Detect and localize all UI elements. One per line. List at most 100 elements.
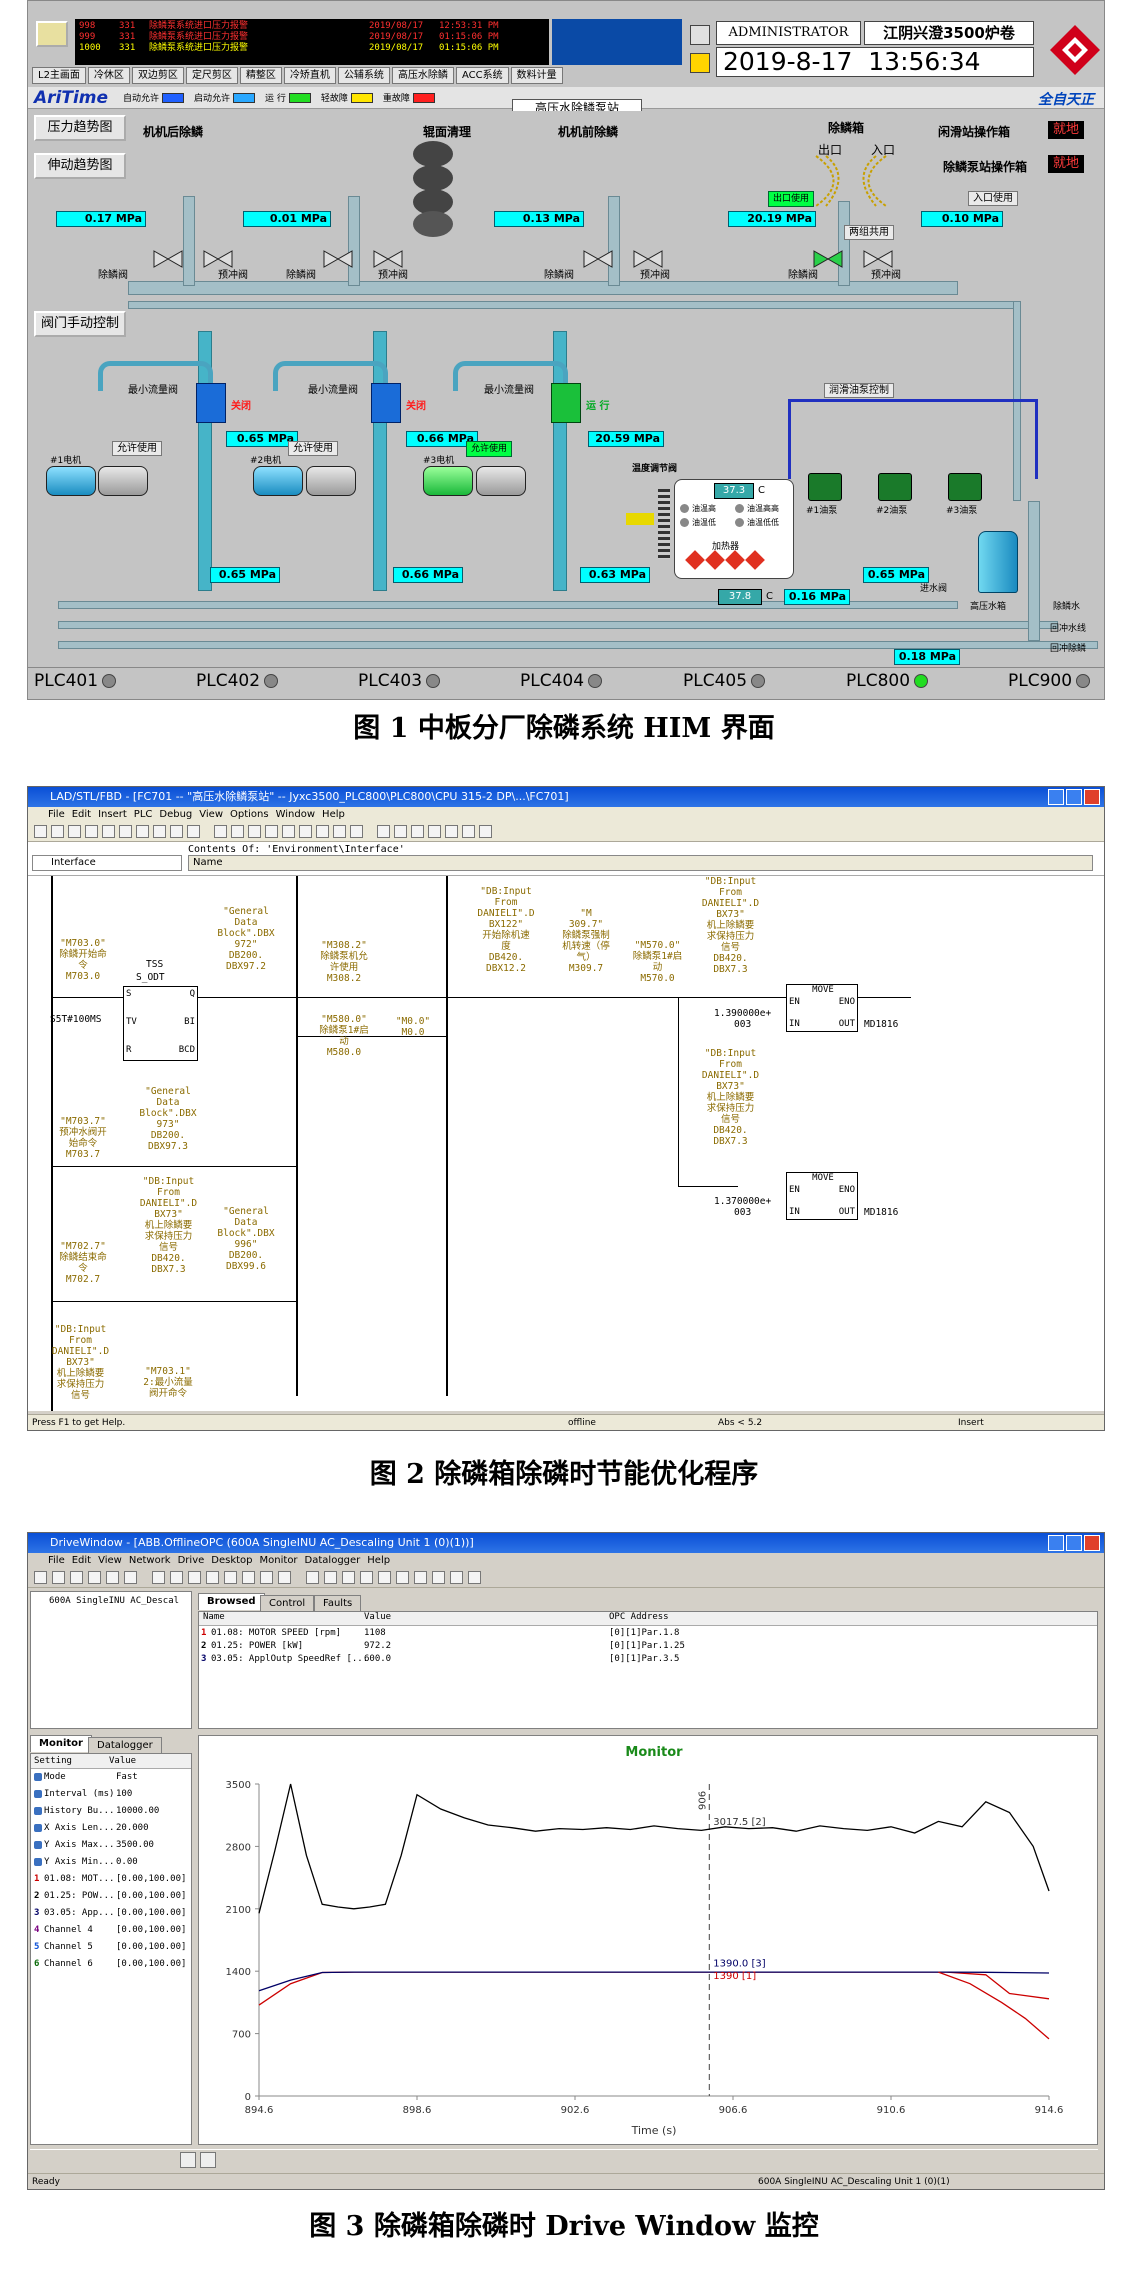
mini-valve-1[interactable]: 最小流量阀 — [128, 385, 178, 396]
toolbar-button-icon[interactable] — [350, 825, 363, 838]
oil-pump-1[interactable] — [808, 473, 842, 501]
toolbar-button-icon[interactable] — [260, 1571, 273, 1584]
menu-item[interactable]: Drive — [177, 1555, 205, 1566]
m703-0[interactable]: "M703.0" 除鳞开始命 令 M703.0 — [59, 938, 107, 982]
menu-item[interactable]: Help — [367, 1555, 391, 1566]
toolbar-button-icon[interactable] — [316, 825, 329, 838]
window-controls[interactable] — [1048, 789, 1100, 805]
timer-block[interactable]: S Q TV BI R BCD — [123, 986, 198, 1061]
toolbar-button-icon[interactable] — [88, 1571, 101, 1584]
tab-faults[interactable]: Faults — [314, 1595, 362, 1612]
db-input-1[interactable]: "DB:Input From DANIELI".D BX122" 开始除机速 度… — [477, 886, 535, 974]
plc-404[interactable]: PLC404 — [520, 671, 603, 691]
toolbar-button-icon[interactable] — [170, 1571, 183, 1584]
m702-7[interactable]: "M702.7" 除鳞结束命 令 M702.7 — [59, 1241, 107, 1285]
toolbar-button-icon[interactable] — [468, 1571, 481, 1584]
toolbar-button-icon[interactable] — [224, 1571, 237, 1584]
close-icon[interactable] — [1084, 789, 1100, 805]
exit-use[interactable]: 出口使用 — [768, 191, 815, 207]
toolbar-button-icon[interactable] — [214, 825, 227, 838]
tab-datalogger[interactable]: Datalogger — [88, 1737, 162, 1754]
motor-1[interactable] — [46, 466, 96, 496]
toolbar-button-icon[interactable] — [34, 825, 47, 838]
allow-use-3[interactable]: 允许使用 — [466, 441, 513, 457]
nav-button[interactable]: 数料计量 — [510, 67, 563, 84]
toolbar-button-icon[interactable] — [188, 1571, 201, 1584]
nav-button[interactable]: 精整区 — [239, 67, 282, 84]
dw-window-controls[interactable] — [1048, 1535, 1100, 1551]
setting-row[interactable]: Y Axis Min...0.00 — [31, 1854, 191, 1871]
toolbar-button-icon[interactable] — [248, 825, 261, 838]
toolbar-button-icon[interactable] — [68, 825, 81, 838]
both-use[interactable]: 两组共用 — [844, 225, 894, 240]
highpump-tank[interactable] — [978, 531, 1018, 593]
pressure-trend-button[interactable]: 压力趋势图 — [34, 115, 126, 141]
nav-button[interactable]: 双边剪区 — [131, 67, 184, 84]
dw-minimize-icon[interactable] — [1048, 1535, 1064, 1551]
db-input-3[interactable]: "DB:Input From DANIELI".D BX73" 机上除鳞要 求保… — [701, 1048, 760, 1147]
toolbar-button-icon[interactable] — [153, 825, 166, 838]
alarm-icon[interactable] — [36, 21, 68, 47]
plc-401[interactable]: PLC401 — [34, 671, 117, 691]
toolbar-button-icon[interactable] — [445, 825, 458, 838]
menu-item[interactable]: Window — [275, 809, 316, 820]
nav-button[interactable]: ACC系统 — [455, 67, 509, 84]
toolbar-button-icon[interactable] — [70, 1571, 83, 1584]
toolbar-button-icon[interactable] — [299, 825, 312, 838]
tab-browsed[interactable]: Browsed — [198, 1593, 265, 1610]
valve-manual-button[interactable]: 阀门手动控制 — [34, 311, 126, 337]
toolbar-button-icon[interactable] — [360, 1571, 373, 1584]
menu-item[interactable]: Desktop — [211, 1555, 253, 1566]
menu-item[interactable]: Datalogger — [304, 1555, 361, 1566]
menu-item[interactable]: Edit — [71, 1555, 92, 1566]
heater-diamonds[interactable] — [685, 550, 765, 570]
oil-pump-3[interactable] — [948, 473, 982, 501]
menu-item[interactable]: Help — [322, 809, 345, 820]
tree-pane[interactable]: 600A SingleINU AC_Descal — [30, 1591, 192, 1729]
toolbar-button-icon[interactable] — [51, 825, 64, 838]
toolbar-button-icon[interactable] — [152, 1571, 165, 1584]
move-block-2[interactable]: MOVE EN ENO IN OUT — [786, 1172, 858, 1220]
menu-item[interactable]: File — [48, 809, 65, 820]
bottom-icon-1[interactable] — [180, 2152, 196, 2168]
toolbar-button-icon[interactable] — [170, 825, 183, 838]
m308-2[interactable]: "M308.2" 除鳞泵机允 许使用 M308.2 — [320, 940, 368, 984]
toolbar-button-icon[interactable] — [450, 1571, 463, 1584]
toolbar-button-icon[interactable] — [265, 825, 278, 838]
menu-item[interactable]: Edit — [71, 809, 92, 820]
plc-800[interactable]: PLC800 — [846, 671, 929, 691]
plc-405[interactable]: PLC405 — [683, 671, 766, 691]
menu-item[interactable]: View — [199, 809, 224, 820]
ladder-canvas[interactable]: "M703.0" 除鳞开始命 令 M703.0 S Q TV BI R BCD … — [28, 875, 1104, 1412]
interface-tree[interactable]: Interface — [32, 855, 182, 871]
m0-0[interactable]: "M0.0" M0.0 — [395, 1016, 431, 1038]
m703-7[interactable]: "M703.7" 预冲水阀开 始命令 M703.7 — [59, 1116, 107, 1160]
db-general-2[interactable]: "General Data Block".DBX 973" DB200. DBX… — [139, 1086, 197, 1152]
toolbar-button-icon[interactable] — [187, 825, 200, 838]
toolbar-button-icon[interactable] — [282, 825, 295, 838]
horizontal-scrollbar[interactable] — [28, 1411, 1104, 1415]
mini-valve-2[interactable]: 最小流量阀 — [308, 385, 358, 396]
toolbar-button-icon[interactable] — [414, 1571, 427, 1584]
maximize-icon[interactable] — [1066, 789, 1082, 805]
toolbar-button-icon[interactable] — [206, 1571, 219, 1584]
m580-0[interactable]: "M580.0" 除鳞泵1#启 动 M580.0 — [319, 1014, 369, 1058]
toolbar-button-icon[interactable] — [34, 1571, 47, 1584]
minimize-icon[interactable] — [1048, 789, 1064, 805]
setting-row[interactable]: Y Axis Max...3500.00 — [31, 1837, 191, 1854]
toolbar-button-icon[interactable] — [462, 825, 475, 838]
db-general-3[interactable]: "General Data Block".DBX 996" DB200. DBX… — [217, 1206, 275, 1272]
pump-1[interactable] — [98, 466, 148, 496]
